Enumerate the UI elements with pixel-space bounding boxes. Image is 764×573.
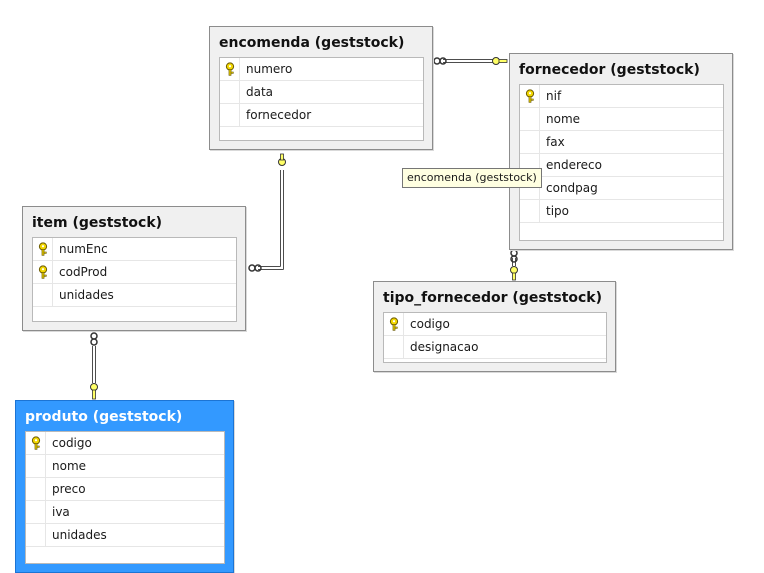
- column-row[interactable]: fornecedor: [220, 104, 423, 127]
- column-name: nome: [546, 112, 581, 126]
- table-encomenda[interactable]: encomenda (geststock) numero data forneced…: [209, 26, 433, 150]
- column-grid: nif nome fax endereco condpag tipo: [519, 84, 724, 241]
- row-gutter: [384, 313, 404, 335]
- row-gutter: [220, 81, 240, 103]
- column-name: data: [246, 85, 274, 99]
- row-gutter: [520, 177, 540, 199]
- column-name: nome: [52, 459, 87, 473]
- column-name: condpag: [546, 181, 598, 195]
- relationship-item-produto[interactable]: [90, 332, 98, 400]
- column-name: codigo: [410, 317, 450, 331]
- column-row[interactable]: unidades: [26, 524, 224, 547]
- table-tipo-fornecedor[interactable]: tipo_fornecedor (geststock) codigo design…: [373, 281, 616, 372]
- row-gutter: [520, 85, 540, 107]
- row-gutter: [384, 336, 404, 358]
- column-row[interactable]: designacao: [384, 336, 606, 359]
- row-gutter: [26, 524, 46, 546]
- column-row[interactable]: condpag: [520, 177, 723, 200]
- infinity-icon: [510, 249, 518, 263]
- column-name: endereco: [546, 158, 602, 172]
- key-icon: [38, 242, 48, 256]
- column-row[interactable]: codigo: [26, 432, 224, 455]
- key-icon: [31, 436, 41, 450]
- relationship-encomenda-fornecedor[interactable]: [433, 57, 508, 65]
- infinity-icon: [248, 264, 262, 272]
- key-icon: [90, 383, 98, 400]
- column-row[interactable]: numEnc: [33, 238, 236, 261]
- key-icon: [525, 89, 535, 103]
- key-icon: [225, 62, 235, 76]
- column-name: preco: [52, 482, 86, 496]
- column-row[interactable]: numero: [220, 58, 423, 81]
- column-name: numEnc: [59, 242, 108, 256]
- table-fornecedor[interactable]: fornecedor (geststock) nif nome fax enderec…: [509, 53, 733, 250]
- table-title: fornecedor (geststock): [519, 62, 700, 78]
- row-gutter: [33, 238, 53, 260]
- column-grid: numEnc codProd unidades: [32, 237, 237, 322]
- relationship-fornecedor-tipo[interactable]: [510, 249, 518, 281]
- relationship-encomenda-item[interactable]: [248, 153, 286, 272]
- column-name: codigo: [52, 436, 92, 450]
- column-row[interactable]: nome: [26, 455, 224, 478]
- row-gutter: [220, 58, 240, 80]
- row-gutter: [26, 501, 46, 523]
- column-name: fornecedor: [246, 108, 312, 122]
- key-icon: [389, 317, 399, 331]
- column-row[interactable]: tipo: [520, 200, 723, 223]
- column-row[interactable]: codigo: [384, 313, 606, 336]
- row-gutter: [26, 478, 46, 500]
- infinity-icon: [433, 57, 447, 65]
- table-title: produto (geststock): [25, 409, 183, 425]
- key-icon: [278, 153, 286, 166]
- key-icon: [510, 266, 518, 281]
- row-gutter: [520, 154, 540, 176]
- column-row[interactable]: preco: [26, 478, 224, 501]
- tooltip: encomenda (geststock): [402, 168, 542, 188]
- infinity-icon: [90, 332, 98, 346]
- column-name: codProd: [59, 265, 108, 279]
- column-grid: numero data fornecedor: [219, 57, 424, 141]
- column-name: unidades: [52, 528, 107, 542]
- column-name: numero: [246, 62, 293, 76]
- table-title: tipo_fornecedor (geststock): [383, 290, 603, 306]
- column-row[interactable]: unidades: [33, 284, 236, 307]
- table-item[interactable]: item (geststock) numEnc codProd unidades: [22, 206, 246, 331]
- column-row[interactable]: codProd: [33, 261, 236, 284]
- row-gutter: [26, 455, 46, 477]
- column-name: nif: [546, 89, 562, 103]
- row-gutter: [26, 432, 46, 454]
- column-name: fax: [546, 135, 565, 149]
- column-grid: codigo nome preco iva unidades: [25, 431, 225, 564]
- row-gutter: [33, 284, 53, 306]
- column-row[interactable]: nif: [520, 85, 723, 108]
- column-name: unidades: [59, 288, 114, 302]
- table-title: encomenda (geststock): [219, 35, 405, 51]
- key-icon: [38, 265, 48, 279]
- table-title: item (geststock): [32, 215, 163, 231]
- column-name: iva: [52, 505, 70, 519]
- column-name: tipo: [546, 204, 569, 218]
- table-produto[interactable]: produto (geststock) codigo nome preco iva un…: [15, 400, 234, 573]
- row-gutter: [220, 104, 240, 126]
- row-gutter: [520, 200, 540, 222]
- column-row[interactable]: iva: [26, 501, 224, 524]
- column-row[interactable]: data: [220, 81, 423, 104]
- column-row[interactable]: nome: [520, 108, 723, 131]
- column-row[interactable]: endereco: [520, 154, 723, 177]
- row-gutter: [520, 108, 540, 130]
- column-row[interactable]: fax: [520, 131, 723, 154]
- column-name: designacao: [410, 340, 479, 354]
- key-icon: [492, 57, 508, 65]
- column-grid: codigo designacao: [383, 312, 607, 363]
- row-gutter: [33, 261, 53, 283]
- row-gutter: [520, 131, 540, 153]
